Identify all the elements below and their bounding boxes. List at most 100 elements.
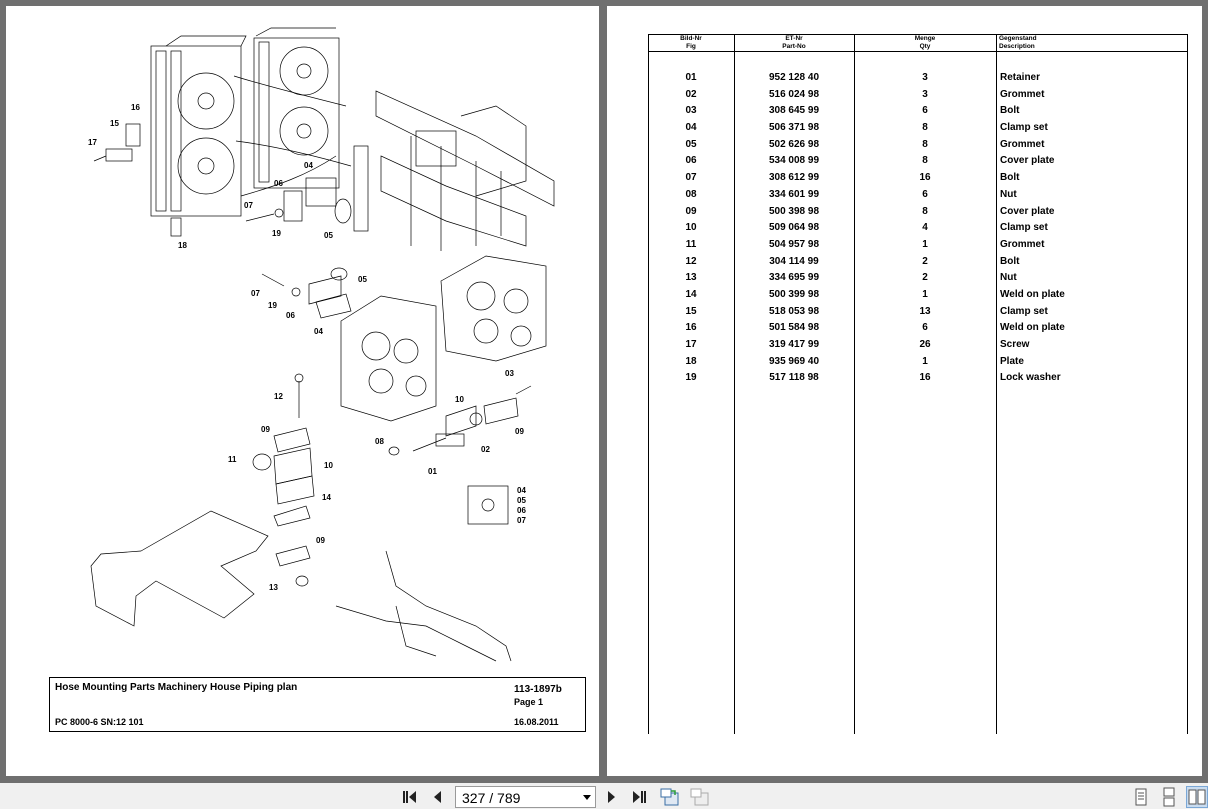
fig-cell: 01 (685, 72, 697, 83)
quantity-cell: 8 (922, 122, 928, 134)
fig-cell: 07 (685, 172, 697, 184)
svg-text:12: 12 (274, 392, 283, 401)
svg-text:09: 09 (515, 427, 524, 436)
part-number-cell: 952 128 40 (768, 72, 820, 83)
description-cell: Clamp set (1000, 305, 1048, 317)
svg-text:07: 07 (517, 516, 526, 525)
fig-cell: 12 (685, 255, 697, 267)
quantity-cell: 1 (922, 288, 928, 300)
last-page-button[interactable] (629, 786, 651, 808)
svg-text:06: 06 (517, 506, 526, 515)
forward-view-button[interactable] (689, 786, 711, 808)
prev-page-button[interactable] (426, 786, 448, 808)
first-page-icon (403, 791, 416, 803)
fig-cell: 15 (685, 305, 697, 317)
description-cell: Clamp set (1000, 222, 1048, 234)
fig-cell: 19 (685, 372, 697, 384)
quantity-cell: 1 (922, 238, 928, 250)
single-page-view-button[interactable] (1130, 786, 1152, 808)
svg-text:04: 04 (314, 327, 323, 336)
fig-cell: 11 (685, 238, 697, 250)
dropdown-icon (583, 795, 591, 800)
back-view-button[interactable] (659, 786, 681, 808)
svg-text:09: 09 (261, 425, 270, 434)
svg-text:17: 17 (88, 138, 97, 147)
forward-view-icon (690, 788, 709, 806)
description-cell: Bolt (1000, 172, 1020, 184)
quantity-cell: 13 (919, 305, 931, 317)
fig-cell: 18 (685, 355, 697, 367)
description-cell: Retainer (1000, 72, 1041, 83)
quantity-cell: 6 (922, 322, 928, 334)
description-cell: Grommet (1000, 138, 1045, 150)
svg-text:19: 19 (268, 301, 277, 310)
description-cell: Bolt (1000, 255, 1020, 267)
part-number-cell: 516 024 98 (768, 88, 820, 100)
quantity-cell: 3 (922, 88, 928, 100)
fig-cell: 03 (685, 105, 697, 117)
part-number-cell: 308 612 99 (768, 172, 820, 184)
svg-text:19: 19 (272, 229, 281, 238)
svg-text:10: 10 (324, 461, 333, 470)
description-cell: Cover plate (1000, 205, 1055, 217)
viewer-toolbar: 327 / 789 (0, 783, 1208, 809)
gearbox-assembly (340, 255, 547, 422)
part-number-cell: 308 645 99 (768, 105, 820, 117)
continuous-page-icon (1163, 787, 1175, 807)
back-view-icon (660, 788, 679, 806)
part-number-cell: 506 371 98 (768, 122, 820, 134)
quantity-cell: 2 (922, 272, 928, 284)
part-number-cell: 501 584 98 (768, 322, 820, 334)
fig-cell: 16 (685, 322, 697, 334)
next-page-button[interactable] (601, 786, 623, 808)
first-page-button[interactable] (398, 786, 420, 808)
prev-page-icon (434, 791, 441, 803)
svg-text:15: 15 (110, 119, 119, 128)
mounting-plate (90, 510, 269, 627)
fig-cell: 09 (685, 205, 697, 217)
svg-text:05: 05 (358, 275, 367, 284)
svg-text:04: 04 (304, 161, 313, 170)
quantity-cell: 2 (922, 255, 928, 267)
two-page-view-button[interactable] (1186, 786, 1208, 808)
callout-labels: 16 15 17 18 04 06 07 19 05 07 19 06 05 0… (88, 103, 526, 592)
svg-text:03: 03 (505, 369, 514, 378)
part-number-cell: 534 008 99 (768, 155, 820, 167)
part-number-cell: 517 118 98 (769, 372, 819, 384)
svg-text:05: 05 (324, 231, 333, 240)
fig-cell: 05 (685, 138, 697, 150)
part-number-cell: 935 969 40 (768, 355, 820, 367)
fig-cell: 14 (685, 288, 697, 300)
document-number: 113-1897b (514, 684, 562, 695)
svg-text:06: 06 (286, 311, 295, 320)
fig-cell: 02 (685, 88, 697, 100)
frame-structure (375, 90, 555, 251)
quantity-cell: 6 (922, 105, 928, 117)
page-number-select[interactable]: 327 / 789 (455, 786, 596, 808)
quantity-cell: 1 (922, 355, 928, 367)
issue-date: 16.08.2011 (514, 717, 559, 727)
svg-text:09: 09 (316, 536, 325, 545)
part-number-cell: 500 398 98 (768, 205, 820, 217)
next-page-icon (608, 791, 615, 803)
fig-cell: 10 (685, 222, 697, 234)
page-label: Page 1 (514, 697, 544, 707)
fig-cell: 17 (685, 339, 697, 350)
continuous-view-button[interactable] (1158, 786, 1180, 808)
description-cell: Screw (1000, 339, 1030, 350)
